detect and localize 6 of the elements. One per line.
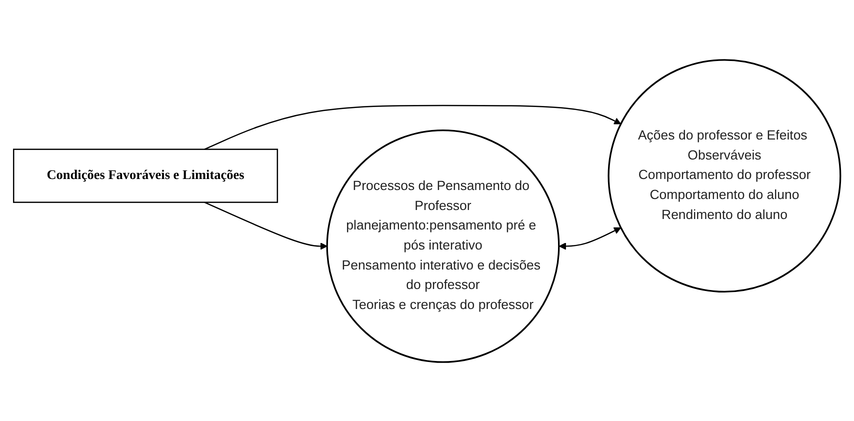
arrow <box>558 226 622 250</box>
node-circle: Processos de Pensamento do Professor planejamento:pensamento pré e pós interativo Pensamento interativo e decisões do professor Teorias e crenças do professor <box>326 128 560 362</box>
arrow <box>204 201 328 250</box>
arrow <box>204 104 622 150</box>
node-circle: Ações do professor e Efeitos Observáveis Comportamento do professor Comportamento do aluno Rendimento do aluno <box>608 58 842 292</box>
node-box: Condições Favoráveis e Limitações <box>13 148 278 202</box>
